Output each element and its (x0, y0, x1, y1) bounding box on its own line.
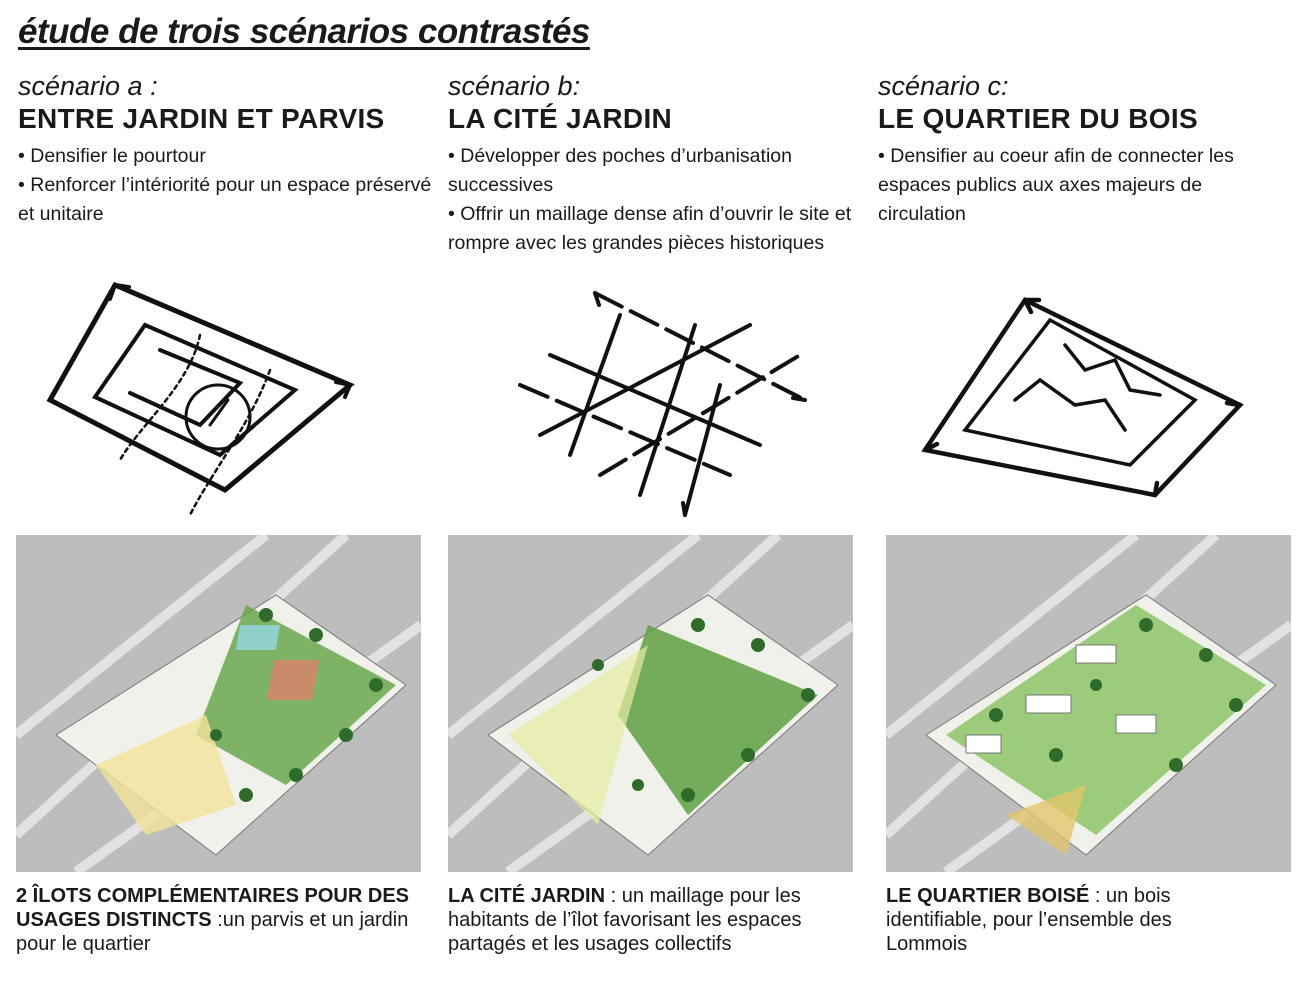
scenario-c-aerial-plan (886, 535, 1291, 872)
bullet: • Densifier le pourtour (18, 145, 206, 167)
caption-bold: 2 ÎLOTS COMPLÉMENTAIRES POUR DES USAGES … (16, 885, 409, 931)
scenario-bullets: • Densifier le pourtour • Renforcer l’in… (18, 142, 438, 229)
scenario-c-caption: LE QUARTIER BOISÉ : un bois identifiable… (886, 884, 1226, 956)
scenario-b-sketch (518, 291, 807, 517)
caption-text: : un bois identifiable, pour l’ensemble … (886, 885, 1172, 955)
caption-bold: LA CITÉ JARDIN (448, 885, 606, 907)
bullet: • Développer des poches d’urbanisation s… (448, 145, 792, 196)
scenario-b-aerial-plan (448, 535, 853, 872)
scenario-a: scénario a : ENTRE JARDIN ET PARVIS • De… (18, 70, 438, 229)
scenario-label: scénario c: (878, 71, 1009, 101)
scenario-label: scénario a : (18, 71, 158, 101)
caption-text: : un maillage pour les habitants de l’îl… (448, 885, 802, 955)
scenario-label: scénario b: (448, 71, 581, 101)
scenario-a-caption: 2 ÎLOTS COMPLÉMENTAIRES POUR DES USAGES … (16, 884, 416, 956)
caption-bold: LE QUARTIER BOISÉ (886, 885, 1090, 907)
bullet: • Densifier au coeur afin de connecter l… (878, 145, 1234, 225)
scenario-b: scénario b: LA CITÉ JARDIN • Développer … (448, 70, 868, 258)
scenario-bullets: • Développer des poches d’urbanisation s… (448, 142, 868, 258)
scenario-a-sketch (46, 281, 355, 517)
scenario-c: scénario c: LE QUARTIER DU BOIS • Densif… (878, 70, 1278, 229)
page-title: étude de trois scénarios contrastés (18, 12, 590, 51)
scenario-b-caption: LA CITÉ JARDIN : un maillage pour les ha… (448, 884, 848, 956)
scenario-heading: LE QUARTIER DU BOIS (878, 103, 1198, 134)
scenario-heading: ENTRE JARDIN ET PARVIS (18, 103, 385, 134)
scenario-bullets: • Densifier au coeur afin de connecter l… (878, 142, 1278, 229)
bullet: • Renforcer l’intériorité pour un espace… (18, 174, 432, 225)
scenario-a-aerial-plan (16, 535, 421, 872)
scenario-c-sketch (921, 297, 1244, 498)
scenario-heading: LA CITÉ JARDIN (448, 103, 673, 134)
caption-text: :un parvis et un jardin pour le quartier (16, 909, 409, 955)
bullet: • Offrir un maillage dense afin d’ouvrir… (448, 203, 852, 254)
